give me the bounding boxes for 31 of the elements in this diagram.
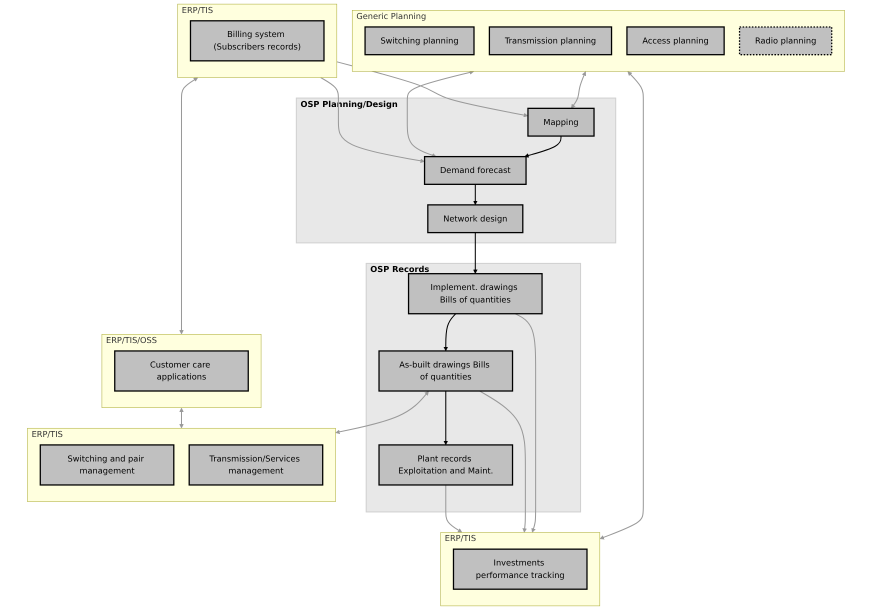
arrow <box>600 71 644 540</box>
arrow <box>179 408 184 428</box>
arrow <box>514 313 536 533</box>
node-box: Customer care applications <box>114 350 249 392</box>
arrow <box>406 70 474 158</box>
node-box: Billing system (Subscribers records) <box>190 20 325 62</box>
arrow <box>179 77 198 334</box>
node-box: Switching and pair management <box>40 444 174 486</box>
node-box: Investments performance tracking <box>452 548 588 590</box>
arrow <box>571 71 586 109</box>
node-box: Access planning <box>626 26 725 56</box>
arrow <box>524 136 562 158</box>
arrow <box>479 390 527 533</box>
arrow <box>335 390 429 434</box>
node-box: Transmission/Services management <box>188 444 324 486</box>
arrow <box>473 184 478 206</box>
arrow <box>444 391 448 446</box>
node-box: Mapping <box>527 108 595 137</box>
node-box: Switching planning <box>364 26 475 56</box>
node-box: Demand forecast <box>424 156 527 185</box>
node-box: Implement. drawings Bills of quantities <box>408 273 543 314</box>
arrow <box>445 484 462 533</box>
node-box: Plant records Exploitation and Maint. <box>378 444 514 486</box>
arrow <box>320 77 425 164</box>
node-box: Network design <box>427 204 524 234</box>
node-box: Radio planning <box>738 26 832 56</box>
arrow <box>444 313 456 352</box>
node-box: Transmission planning <box>488 26 612 56</box>
node-box: As-built drawings Bills of quantities <box>378 350 514 392</box>
arrow <box>336 61 528 118</box>
arrow <box>473 232 478 274</box>
